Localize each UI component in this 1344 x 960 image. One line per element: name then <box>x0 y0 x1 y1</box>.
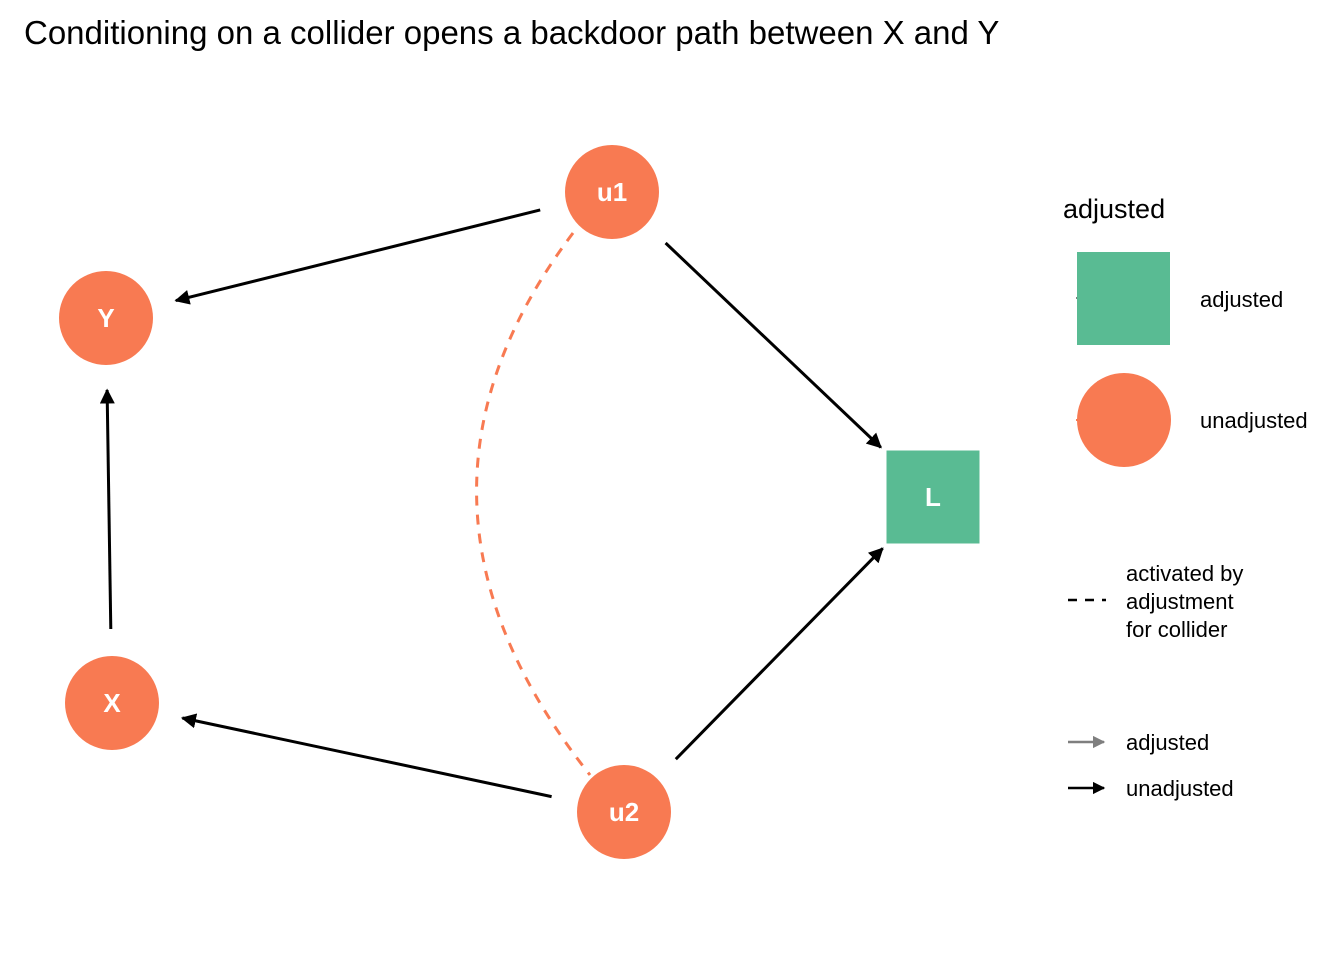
edge-u1-to-L <box>664 241 882 449</box>
node-shape-circle <box>577 765 671 859</box>
node-label-Y: Y <box>97 303 114 333</box>
edge-X-to-Y <box>99 388 115 630</box>
node-shape-square <box>886 450 980 544</box>
edge-layer <box>99 208 884 799</box>
node-label-L: L <box>925 482 941 512</box>
node-label-u1: u1 <box>597 177 627 207</box>
node-label-u2: u2 <box>609 797 639 827</box>
activated-path-u1-u2 <box>475 232 592 776</box>
edge-u2-to-L <box>674 547 884 761</box>
node-X: X <box>65 656 159 750</box>
activated-path-layer <box>475 232 592 776</box>
legend-node-label-unadjusted: unadjusted <box>1200 408 1308 433</box>
legend-edge-label-unadjusted: unadjusted <box>1126 776 1234 801</box>
legend-edge-label-adjusted: adjusted <box>1126 730 1209 755</box>
legend-node-label-adjusted: adjusted <box>1200 287 1283 312</box>
edge-u1-to-Y <box>174 208 541 305</box>
legend: adjusted adjusted unadjusted activated b… <box>1063 194 1308 801</box>
node-u1: u1 <box>565 145 659 239</box>
node-L: L <box>886 450 980 544</box>
node-shape-circle <box>65 656 159 750</box>
legend-node-title: adjusted <box>1063 194 1165 224</box>
diagram-title: Conditioning on a collider opens a backd… <box>24 14 999 51</box>
node-label-X: X <box>103 688 121 718</box>
node-layer: u1Y Xu2 L <box>59 145 980 859</box>
node-shape-circle <box>59 271 153 365</box>
legend-key-square-adjusted <box>1077 252 1170 345</box>
node-shape-circle <box>565 145 659 239</box>
node-u2: u2 <box>577 765 671 859</box>
legend-key-circle-unadjusted <box>1077 373 1171 467</box>
edge-u2-to-X <box>180 713 552 799</box>
node-Y: Y <box>59 271 153 365</box>
